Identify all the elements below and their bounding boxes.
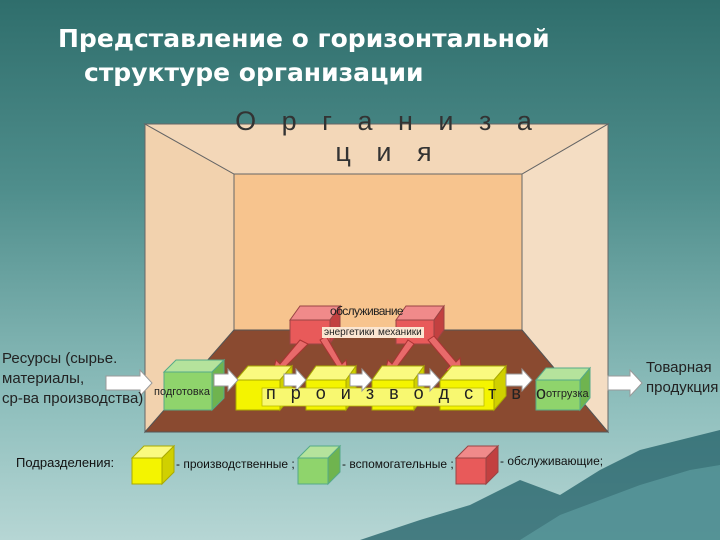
legend-label-service: - обслуживающие; [500,454,604,468]
inputs-label: Ресурсы (сырье. материалы, ср-ва произво… [2,349,152,409]
slide-title: Представление о горизонтальной структуре… [58,22,658,90]
inputs-label-line: Ресурсы (сырье. [2,350,118,367]
outputs-label-line: продукция [646,379,719,396]
input-arrow [105,368,153,398]
service-box-mechanics [395,304,445,346]
flow-arrows [213,367,533,393]
outputs-label-line: Товарная [646,359,712,376]
slide-title-line-1: Представление о горизонтальной [58,24,550,53]
slide-title-line-2: структуре организации [84,58,424,87]
shipping-box [534,366,592,412]
room-ceiling [143,123,610,175]
production-label: п р о и з в о д с т в о [266,383,551,403]
legend-box-auxiliary [296,444,342,486]
legend-label-auxiliary: - вспомогательные ; [342,457,454,471]
mountain-decoration-highlight [520,465,720,540]
preparation-box [162,358,226,412]
production-strip [261,387,485,407]
output-arrow [607,368,643,398]
shipping-label: отгрузка [546,388,589,400]
service-label: обслуживание [330,304,404,318]
legend-box-production [130,444,176,486]
outputs-label: Товарная продукция [646,358,720,398]
legend-label-production: - производственные ; [176,457,295,471]
legend-title: Подразделения: [16,455,115,470]
preparation-label: подготовка [154,386,210,398]
service-unit-energy: энергетики [322,327,377,338]
inputs-label-line: материалы, [2,370,85,387]
service-unit-mechanics: механики [376,327,424,338]
inputs-label-line: ср-ва производства) [2,390,144,407]
organization-label: О р г а н и з а ц и я [235,106,541,167]
legend-box-service [454,444,500,486]
